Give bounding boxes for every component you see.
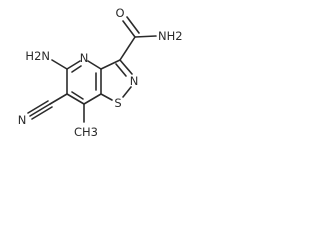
atom-label-amino-nh2: H2N	[25, 49, 50, 63]
bond-c3-camide	[119, 36, 136, 61]
atom-label-isothiazole-nitrogen: N	[130, 74, 139, 88]
bond-n2-s1	[122, 86, 132, 98]
bond-s1-c7a	[100, 93, 113, 101]
bond-camide-o-double	[126, 16, 140, 34]
bond-camide-o	[122, 20, 136, 38]
bond-c5-nh2	[51, 59, 68, 70]
bond-nitrile-triple-a	[29, 103, 51, 117]
bond-nitrile-triple-c	[31, 106, 53, 120]
bond-c7-c6	[66, 93, 85, 105]
bond-nitrile-triple-b	[27, 100, 49, 114]
bond-c7a-c7	[83, 93, 102, 105]
bond-c5-n4-double	[71, 65, 82, 73]
atom-label-amide-nh2: NH2	[158, 29, 183, 43]
atom-label-sulfur: S	[114, 96, 121, 110]
bond-c5-n4	[66, 60, 81, 70]
atom-label-oxygen: O	[115, 6, 124, 20]
bond-n4-c3a	[87, 60, 102, 70]
bond-camide-n	[134, 35, 157, 38]
bond-c7-c6-double	[71, 91, 84, 100]
bond-c3a-c3	[100, 59, 121, 70]
molecule-structure-diagram: O NH2 H2N N N S N CH3	[18, 6, 183, 139]
bond-c3-n2	[119, 59, 133, 75]
atom-label-nitrile-nitrogen: N	[18, 113, 27, 127]
bond-c3-n2-double	[115, 63, 127, 77]
atom-label-methyl: CH3	[74, 125, 98, 139]
bond-c6-cnitrile	[49, 93, 68, 105]
atom-label-pyridine-nitrogen: N	[80, 51, 89, 65]
